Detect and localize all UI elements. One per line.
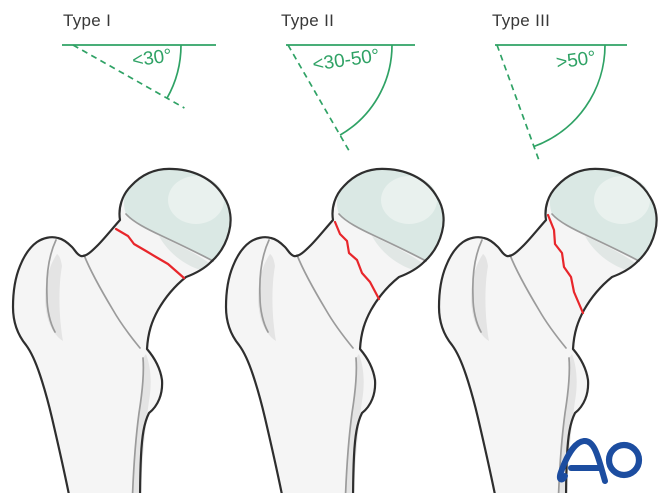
angle-diagram-type-i: <30° <box>62 44 216 109</box>
panel-title: Type I <box>63 11 112 30</box>
femur-illustration-type-i <box>11 167 232 493</box>
angle-arc <box>166 44 182 99</box>
angle-diagram-type-iii: >50° <box>495 44 627 164</box>
panel-title: Type II <box>281 11 335 30</box>
panel-title: Type III <box>492 11 551 30</box>
angle-value-label: <30-50° <box>311 45 381 75</box>
fracture-plane-dashed-line <box>496 44 541 164</box>
angle-arc <box>533 44 606 148</box>
angle-diagram-type-ii: <30-50° <box>286 44 415 153</box>
ao-logo <box>556 438 643 484</box>
ao-logo-letter-a <box>556 438 608 484</box>
ao-logo-letter-o <box>605 441 643 479</box>
femur-illustration-type-ii <box>224 167 445 493</box>
angle-value-label: >50° <box>555 47 597 73</box>
fracture-line-type-iii <box>546 213 585 315</box>
fracture-plane-dashed-line <box>72 44 185 109</box>
angle-value-label: <30° <box>131 45 173 71</box>
angle-arc <box>339 44 393 136</box>
fracture-line-type-ii <box>333 220 381 301</box>
fracture-line-type-i <box>114 227 186 280</box>
femur-illustration-type-iii <box>437 167 658 493</box>
